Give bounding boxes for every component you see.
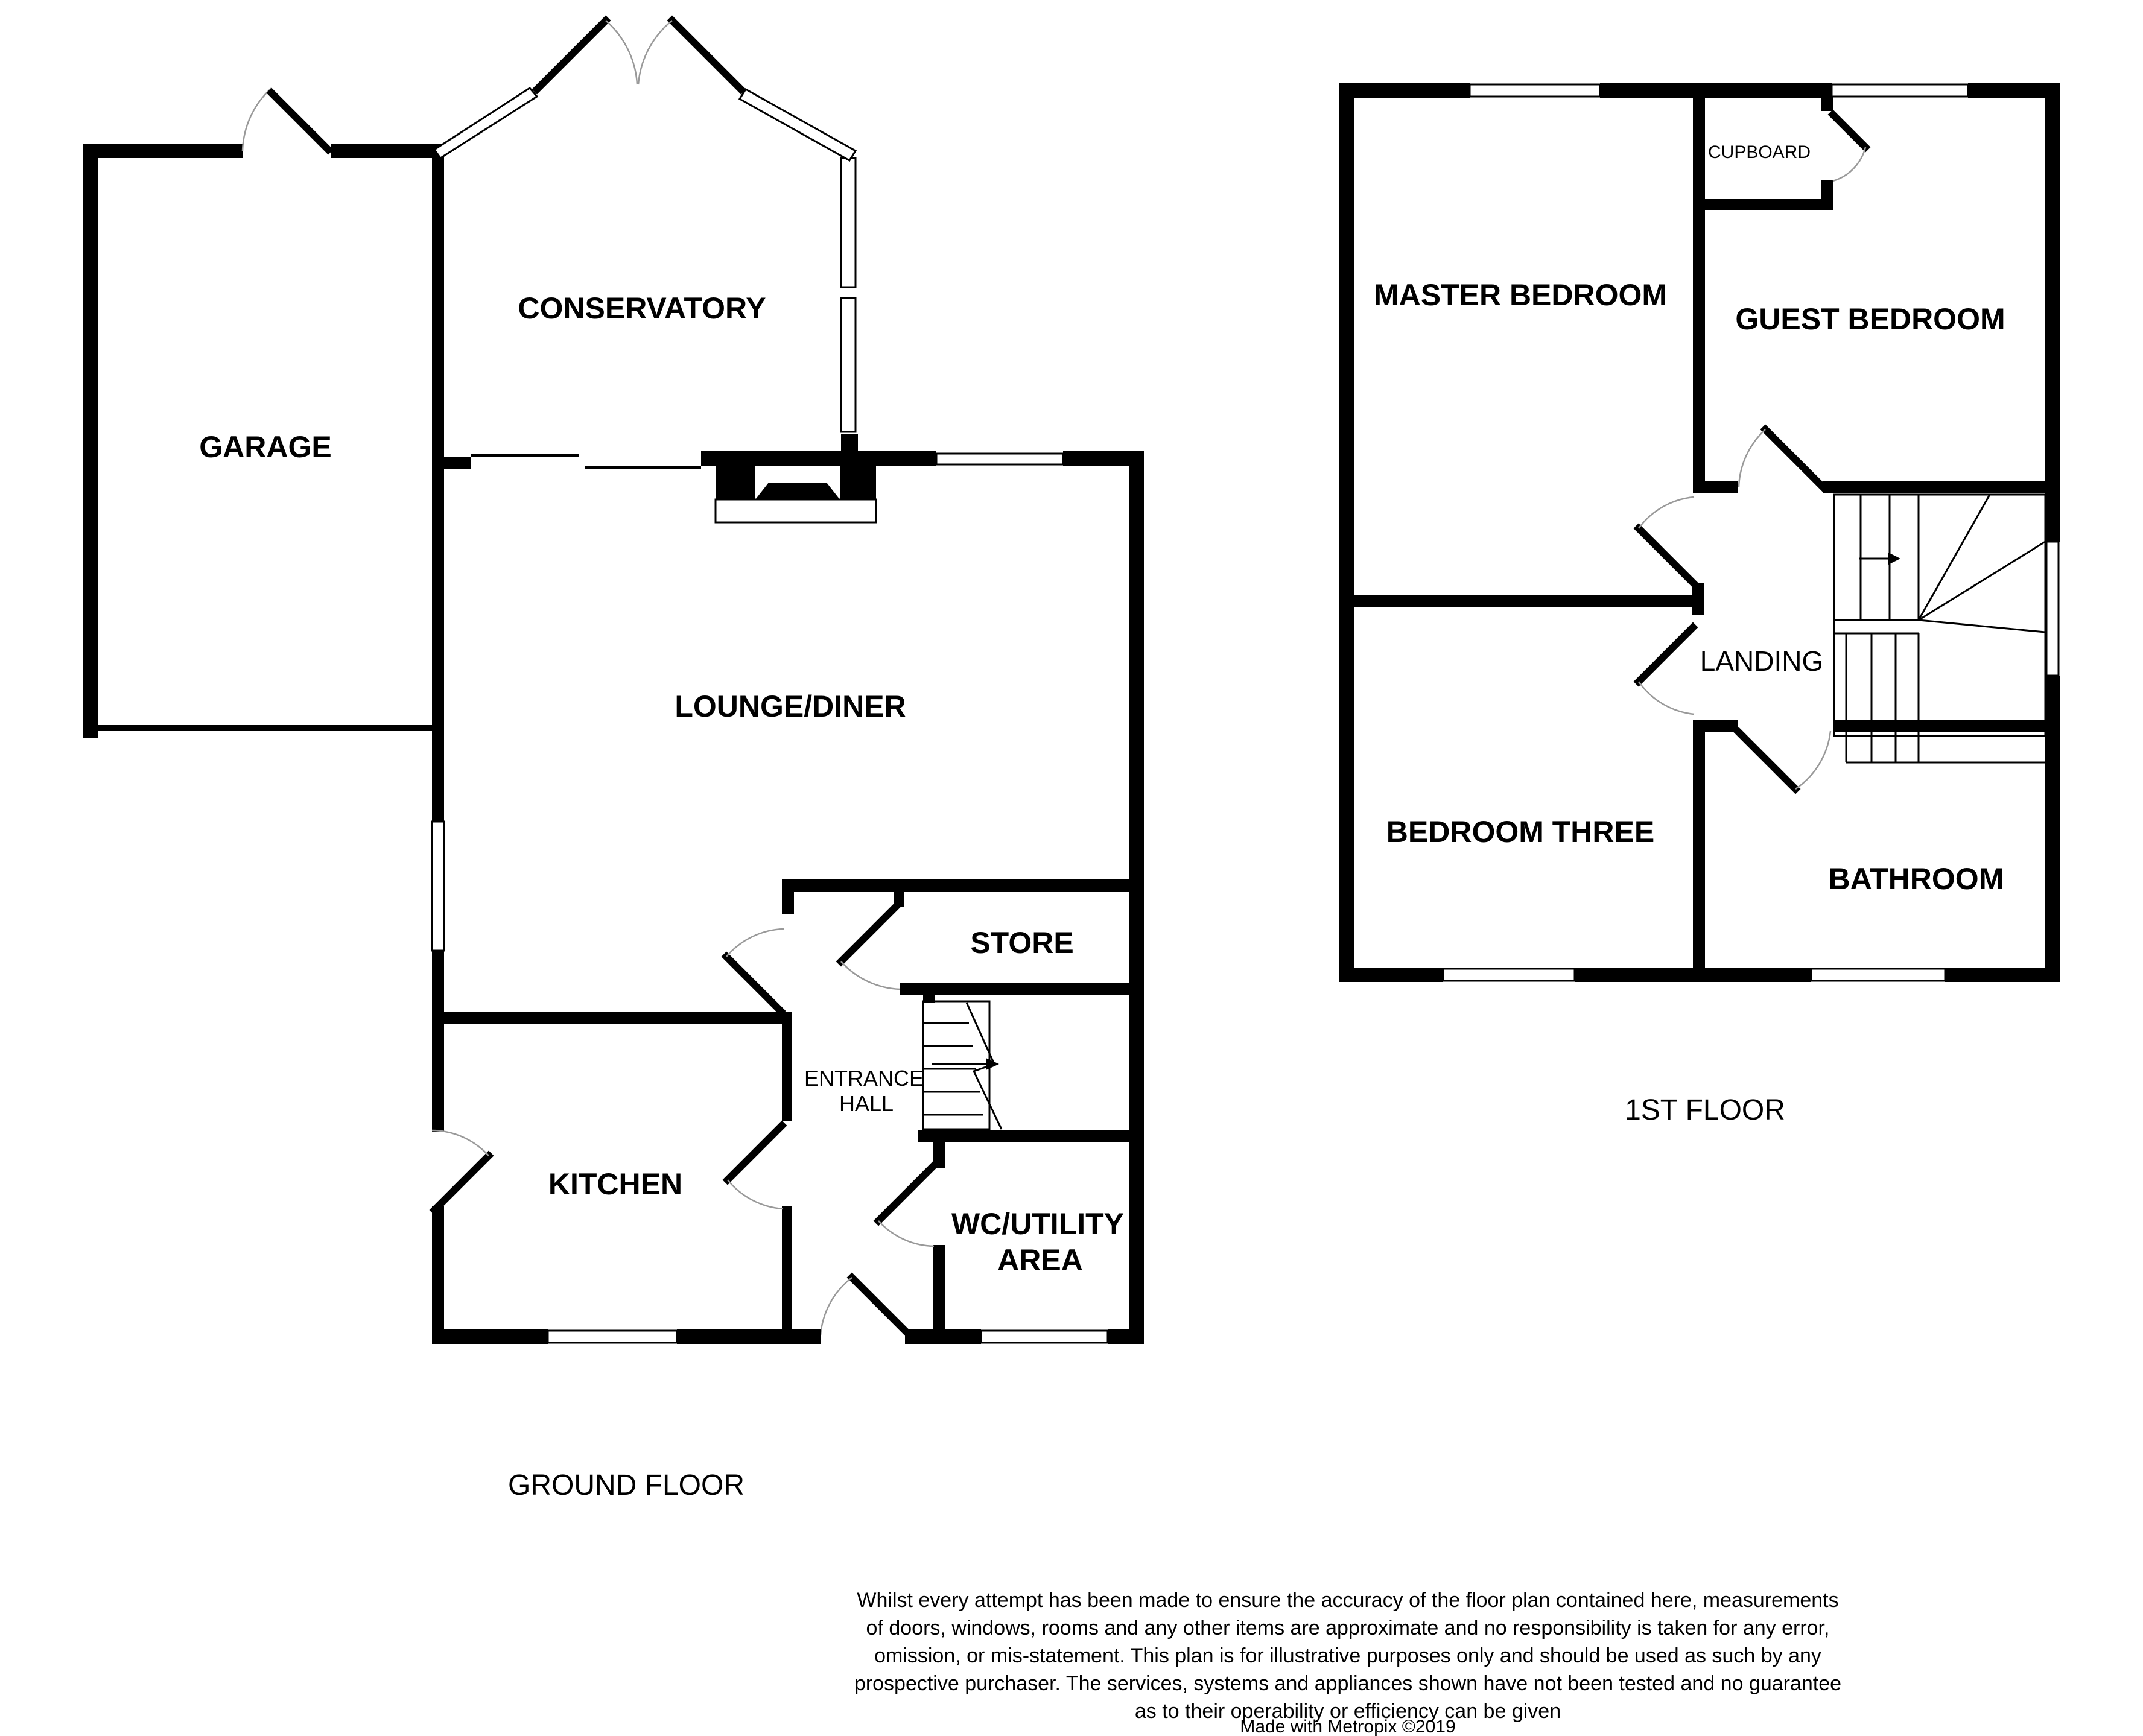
store-label: STORE [970, 926, 1073, 960]
conservatory-french-doors [532, 15, 746, 95]
ground-floor-caption: GROUND FLOOR [508, 1469, 744, 1501]
wc-utility-label-line1: WC/UTILITY [951, 1207, 1124, 1241]
fireplace [714, 466, 877, 524]
kitchen-walls [432, 1206, 1144, 1344]
front-door [819, 1272, 914, 1340]
bedroom-three-label: BEDROOM THREE [1386, 815, 1654, 849]
entrance-hall-walls [782, 1012, 792, 1335]
disclaimer-line-5: as to their operability or efficiency ca… [1135, 1700, 1561, 1723]
wc-door [873, 1161, 938, 1247]
hall-to-lounge-door [721, 928, 786, 1016]
disclaimer-line-2: of doors, windows, rooms and any other i… [866, 1617, 1830, 1639]
garage-door [241, 87, 334, 155]
master-bedroom-door [1633, 496, 1698, 588]
landing-label: LANDING [1700, 645, 1823, 677]
disclaimer-line-3: omission, or mis-statement. This plan is… [874, 1644, 1821, 1667]
disclaimer-line-1: Whilst every attempt has been made to en… [857, 1589, 1838, 1612]
guest-bedroom-door [1738, 424, 1829, 493]
lounge-walls [431, 451, 1144, 1344]
lounge-diner-label: LOUNGE/DINER [675, 689, 906, 723]
bedroom-three-door [1633, 622, 1698, 715]
conservatory-label: CONSERVATORY [518, 291, 766, 325]
cupboard-door [1827, 109, 1871, 182]
garage-walls [83, 144, 444, 738]
first-floor-plan: MASTER BEDROOM CUPBOARD GUEST BEDROOM LA… [1339, 83, 2060, 1126]
disclaimer-line-6: Made with Metropix ©2019 [1240, 1717, 1455, 1736]
guest-bedroom-label: GUEST BEDROOM [1735, 302, 2005, 336]
kitchen-label: KITCHEN [548, 1167, 682, 1201]
wc-utility-walls [933, 1134, 945, 1335]
entrance-hall-label-line2: HALL [839, 1091, 894, 1116]
first-floor-outer-walls [1339, 83, 2060, 982]
store-door [836, 898, 904, 990]
first-floor-caption: 1ST FLOOR [1625, 1094, 1785, 1126]
kitchen-back-door [429, 1129, 494, 1215]
entrance-hall-label-line1: ENTRANCE [804, 1066, 924, 1091]
entrance-hall-staircase [922, 1000, 1003, 1130]
disclaimer-line-4: prospective purchaser. The services, sys… [854, 1672, 1841, 1695]
store-walls [894, 879, 1129, 1142]
conservatory-walls [432, 87, 858, 741]
ground-floor-plan: GARAGE CONSERVATORY LOUNGE/DINER STORE E… [83, 15, 1144, 1501]
wc-utility-label-line2: AREA [997, 1243, 1083, 1277]
first-floor-internal-walls [1351, 83, 2059, 980]
sliding-patio-doors [471, 454, 701, 469]
bathroom-door [1733, 727, 1832, 794]
disclaimer: Whilst every attempt has been made to en… [854, 1589, 1841, 1736]
first-floor-staircase [1833, 493, 2046, 764]
cupboard-label: CUPBOARD [1708, 142, 1811, 162]
hall-to-kitchen-door [722, 1120, 787, 1210]
master-bedroom-label: MASTER BEDROOM [1374, 278, 1667, 312]
bathroom-label: BATHROOM [1829, 862, 2004, 896]
garage-label: GARAGE [199, 430, 331, 464]
